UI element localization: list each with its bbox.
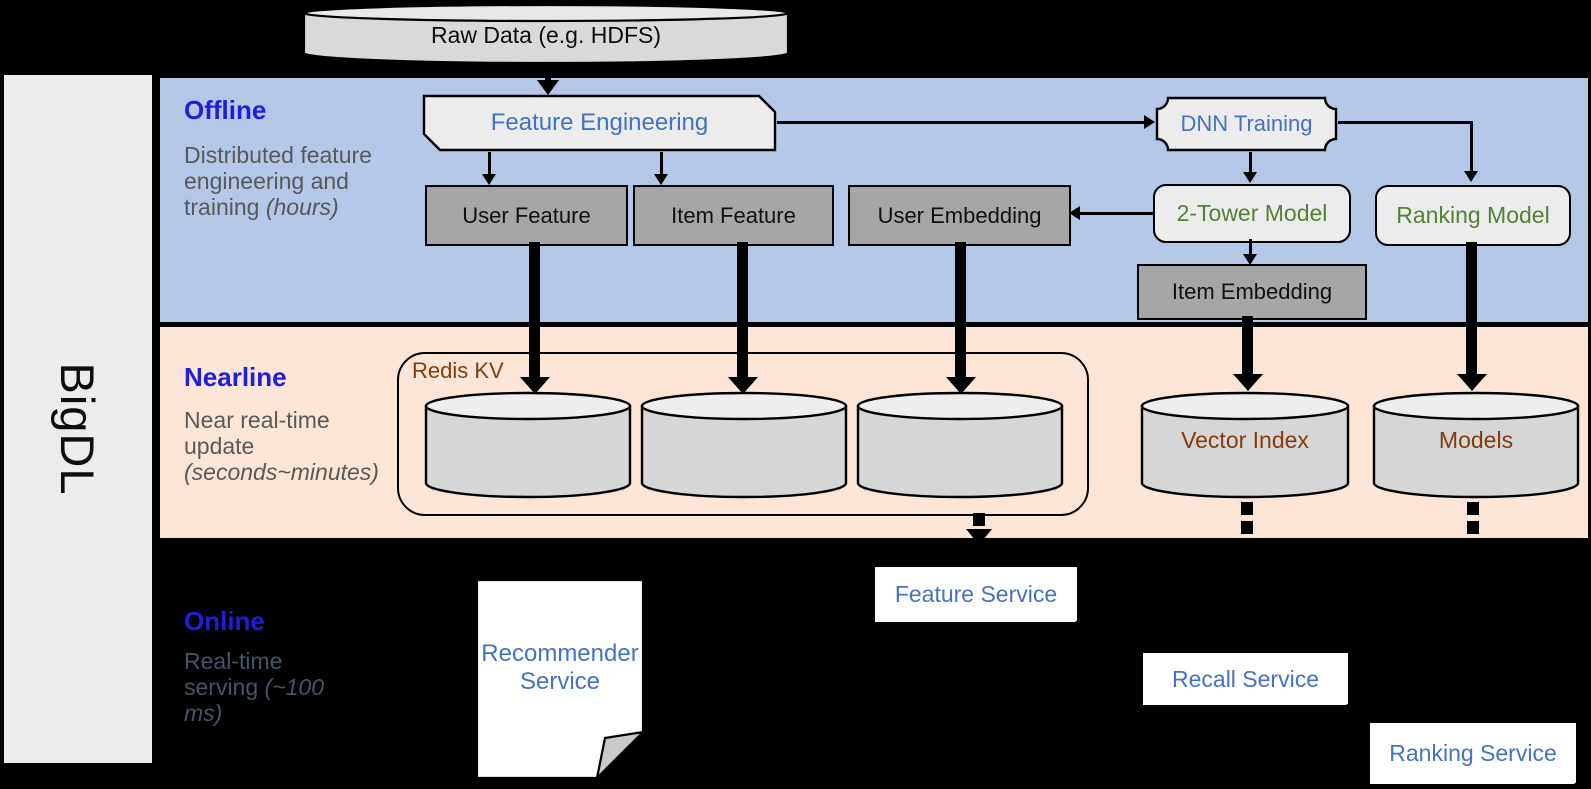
arrow-dnn-to-twotower	[1249, 152, 1252, 174]
redis-db-cylinder-3-icon	[856, 391, 1064, 499]
arrowhead-rawdata-to-fe-icon	[537, 80, 559, 95]
models-label: Models	[1438, 426, 1514, 453]
models-cylinder-icon	[1372, 391, 1580, 499]
online-description: Real-time serving (~100 ms)	[184, 648, 325, 726]
feature-engineering-node: Feature Engineering	[490, 109, 709, 136]
bigdl-logo: BigDL	[51, 362, 105, 496]
user-feature-node: User Feature	[425, 185, 628, 246]
arrowhead-twotower-to-itemembedding-icon	[1243, 254, 1257, 265]
recommender-service-document-icon	[475, 578, 645, 780]
arrowhead-redis-to-featureservice-icon	[966, 529, 992, 545]
arrowhead-dnn-to-twotower-icon	[1243, 172, 1257, 183]
pipehead-userfeature-icon	[520, 377, 550, 394]
pipe-userembedding-to-redis	[955, 242, 966, 379]
pipehead-itemembedding-icon	[1233, 374, 1263, 391]
dnn-training-node: DNN Training	[1180, 111, 1313, 136]
online-title: Online	[184, 606, 265, 636]
recall-service-node: Recall Service	[1143, 653, 1352, 714]
vector-index-cylinder-icon	[1140, 391, 1350, 499]
arrow-rawdata-to-fe	[545, 62, 551, 81]
arrow-fe-to-userfeature	[488, 152, 491, 176]
dash-vectorindex-1	[1241, 502, 1253, 515]
dash-redis-to-featureservice	[973, 513, 985, 526]
dnn-training-shape-icon	[1155, 96, 1338, 152]
arrow-twotower-to-userembedding	[1079, 212, 1153, 215]
raw-data-label: Raw Data (e.g. HDFS)	[430, 21, 662, 48]
arrowhead-twotower-to-userembedding-icon	[1069, 206, 1080, 220]
offline-title: Offline	[184, 95, 267, 125]
pipehead-rankingmodel-icon	[1457, 374, 1487, 391]
ranking-service-node: Ranking Service	[1370, 723, 1580, 789]
redis-kv-label: Redis KV	[412, 358, 504, 383]
user-embedding-node: User Embedding	[848, 185, 1071, 246]
dash-models-1	[1467, 502, 1479, 515]
nearline-title: Nearline	[184, 362, 287, 392]
two-tower-model-node: 2-Tower Model	[1153, 184, 1351, 243]
pipe-userfeature-to-redis	[529, 242, 540, 379]
vector-index-label: Vector Index	[1181, 426, 1309, 453]
raw-data-cylinder-icon	[302, 3, 790, 65]
dash-models-2	[1467, 521, 1479, 534]
arrowhead-fe-to-userfeature-icon	[482, 174, 496, 185]
feature-service-node: Feature Service	[875, 567, 1081, 631]
recommender-service-node: Recommender Service	[481, 640, 639, 695]
arrow-fe-to-itemfeature	[660, 152, 663, 176]
arrowhead-dnn-to-rankingmodel-icon	[1464, 171, 1478, 182]
pipe-itemfeature-to-redis	[737, 242, 748, 379]
recall-service-fold-icon	[1335, 699, 1352, 714]
feature-service-fold-icon	[1064, 616, 1081, 631]
nearline-description: Near real-time update (seconds~minutes)	[184, 407, 379, 485]
dash-vectorindex-2	[1241, 521, 1253, 534]
redis-db-cylinder-1-icon	[424, 391, 632, 499]
item-embedding-node: Item Embedding	[1137, 264, 1367, 320]
bigdl-sidebar: BigDL	[4, 75, 152, 763]
pipehead-userembedding-icon	[946, 377, 976, 394]
arrow-dnn-to-rankingmodel-v	[1470, 121, 1473, 173]
arrow-twotower-to-itemembedding	[1249, 239, 1252, 256]
arrowhead-fe-to-itemfeature-icon	[654, 174, 668, 185]
ranking-model-node: Ranking Model	[1375, 185, 1571, 246]
pipehead-itemfeature-icon	[728, 377, 758, 394]
redis-db-cylinder-2-icon	[640, 391, 848, 499]
offline-description: Distributed feature engineering and trai…	[184, 142, 372, 220]
arrowhead-fe-to-dnn-icon	[1144, 115, 1155, 129]
ranking-service-fold-icon	[1563, 778, 1580, 789]
item-feature-node: Item Feature	[633, 185, 834, 246]
pipe-rankingmodel-to-models	[1466, 242, 1477, 376]
pipe-itemembedding-to-vectorindex	[1242, 316, 1253, 376]
arrow-dnn-to-rankingmodel-h	[1338, 121, 1473, 124]
arrow-fe-to-dnn	[777, 121, 1145, 124]
feature-engineering-shape-icon	[422, 94, 777, 152]
